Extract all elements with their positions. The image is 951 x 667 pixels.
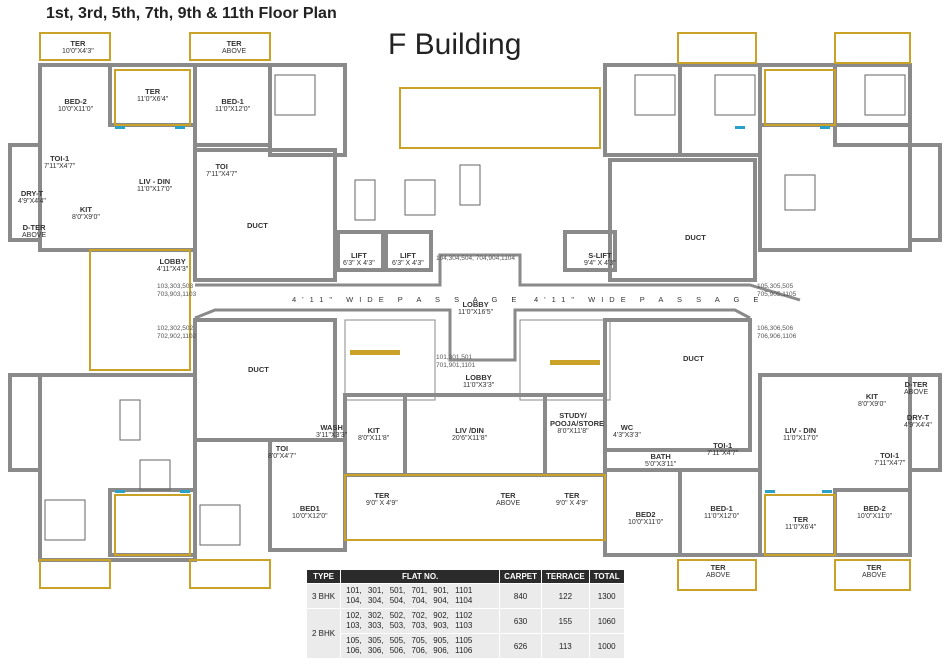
page-title: 1st, 3rd, 5th, 7th, 9th & 11th Floor Pla… — [46, 5, 337, 22]
flat-tag-102: 102,302,502 702,902,1102 — [157, 325, 197, 340]
area-table-header: TYPE FLAT NO. CARPET TERRACE TOTAL — [305, 569, 625, 584]
stair-rail-right — [550, 360, 600, 365]
cell-carpet: 840 — [499, 583, 543, 609]
cell-total: 1060 — [588, 608, 625, 634]
cell-carpet: 630 — [499, 608, 543, 634]
cell-terrace: 155 — [541, 608, 590, 634]
building-title: F Building — [388, 28, 522, 61]
cell-type: 2 BHK — [305, 608, 342, 659]
flat-tag-103: 103,303,503 703,903,1103 — [157, 283, 197, 298]
cell-total: 1300 — [588, 583, 625, 609]
wall-duct-tl — [193, 148, 337, 282]
room-duct-br: DUCT — [683, 354, 704, 363]
passage-label-right: 4'11" WIDE P A S S A G E — [534, 295, 765, 304]
cell-terrace: 113 — [541, 633, 590, 659]
cell-carpet: 626 — [499, 633, 543, 659]
room-duct-tr: DUCT — [685, 233, 706, 242]
passage-label-left: 4'11" WIDE P A S S A G E — [292, 295, 523, 304]
flat-tag-106: 106,306,506 706,906,1106 — [757, 325, 797, 340]
wall-duct-tr — [608, 158, 757, 282]
flat-tag-104: 104,304,504, 704,904,1104 — [436, 255, 516, 262]
header-type: TYPE — [305, 569, 342, 584]
room-duct-bl: DUCT — [248, 365, 269, 374]
header-terrace: TERRACE — [541, 569, 590, 584]
cell-type: 3 BHK — [305, 583, 342, 609]
cell-total: 1000 — [588, 633, 625, 659]
header-total: TOTAL — [588, 569, 625, 584]
stair-rail-left — [350, 350, 400, 355]
room-duct-tl: DUCT — [247, 221, 268, 230]
area-table: TYPE FLAT NO. CARPET TERRACE TOTAL 3 BHK… — [305, 569, 625, 659]
header-flat-no: FLAT NO. — [340, 569, 501, 584]
header-carpet: CARPET — [499, 569, 543, 584]
flat-tag-105: 105,305,505 705,905,1105 — [757, 283, 797, 298]
cell-terrace: 122 — [541, 583, 590, 609]
flat-tag-101: 101,301,501 701,901,1101 — [436, 354, 476, 369]
